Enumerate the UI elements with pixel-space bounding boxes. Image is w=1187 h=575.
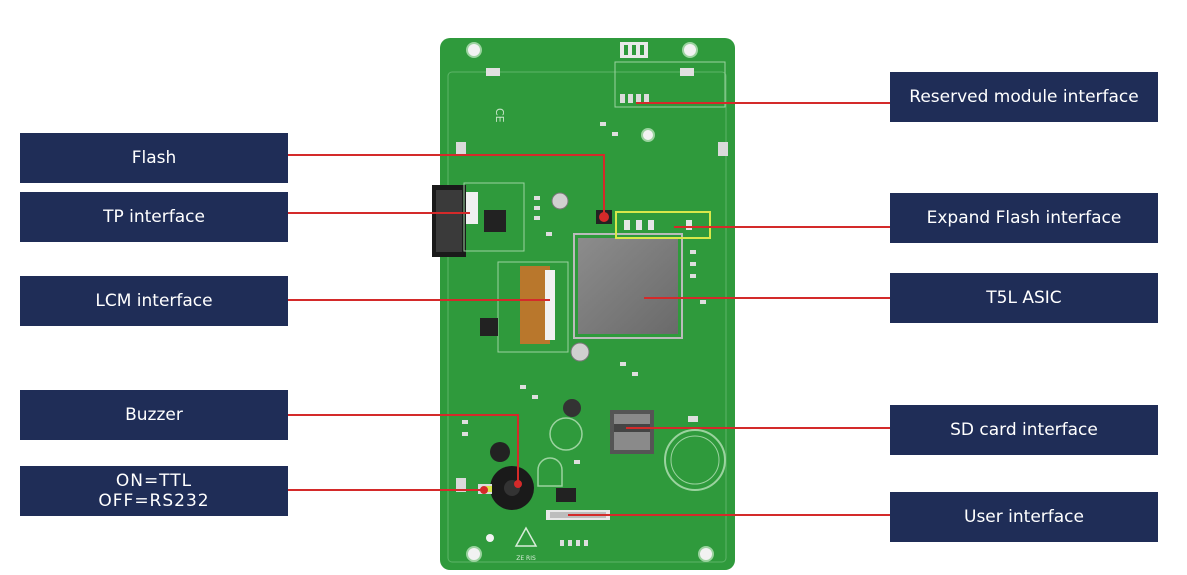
- label-sd-card-interface: SD card interface: [890, 405, 1158, 455]
- svg-text:CE: CE: [493, 108, 506, 123]
- label-switch-on-text: ON=TTL: [115, 471, 193, 491]
- leader-lines: [288, 102, 890, 516]
- label-tp-interface: TP interface: [20, 192, 288, 242]
- label-user-interface-text: User interface: [964, 507, 1084, 527]
- label-t5l-asic: T5L ASIC: [890, 273, 1158, 323]
- label-t5l-asic-text: T5L ASIC: [986, 288, 1062, 308]
- label-switch-off-text: OFF=RS232: [98, 491, 210, 511]
- sd-card-slot: [610, 410, 654, 454]
- label-flash: Flash: [20, 133, 288, 183]
- label-expand-flash-interface-text: Expand Flash interface: [926, 208, 1122, 228]
- label-reserved-module-interface: Reserved module interface: [890, 72, 1158, 122]
- board-warning-text: ZE RIS: [516, 555, 536, 562]
- label-expand-flash-interface: Expand Flash interface: [890, 193, 1158, 243]
- label-user-interface: User interface: [890, 492, 1158, 542]
- label-tp-interface-text: TP interface: [103, 207, 205, 227]
- tp-connector: [432, 182, 525, 257]
- label-flash-text: Flash: [131, 148, 177, 168]
- expand-flash-highlight: [615, 211, 711, 239]
- battery-holder: [664, 429, 726, 491]
- reserved-module-area: [614, 42, 726, 108]
- label-lcm-interface: LCM interface: [20, 276, 288, 326]
- label-sd-card-interface-text: SD card interface: [950, 420, 1098, 440]
- t5l-asic-chip: [578, 238, 678, 334]
- warning-icon: [514, 526, 538, 547]
- lcm-connector: [497, 261, 569, 353]
- label-reserved-module-interface-text: Reserved module interface: [909, 87, 1139, 107]
- label-buzzer-text: Buzzer: [125, 405, 183, 425]
- mounting-holes: [466, 42, 714, 562]
- label-buzzer: Buzzer: [20, 390, 288, 440]
- label-switch-mode: ON=TTL OFF=RS232: [20, 466, 288, 516]
- label-lcm-interface-text: LCM interface: [95, 291, 213, 311]
